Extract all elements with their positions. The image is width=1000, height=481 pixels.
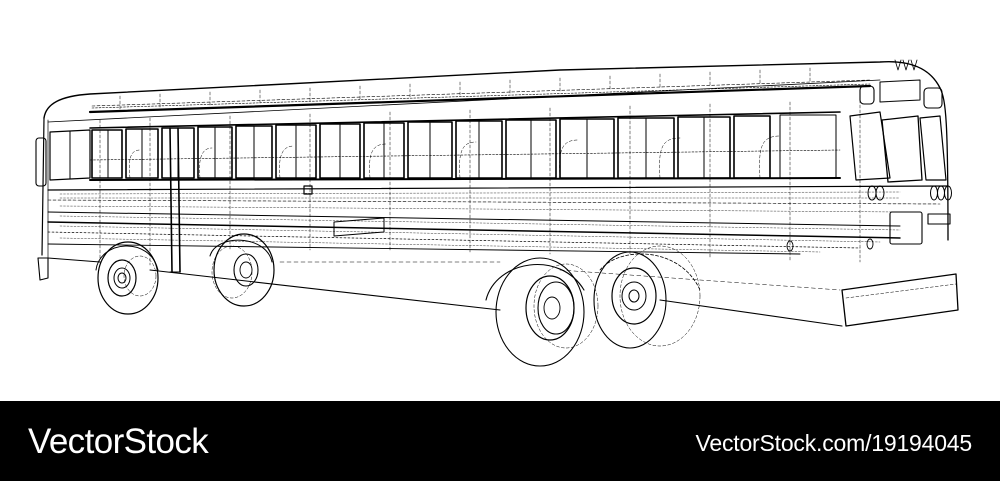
- bus-front-end: [841, 59, 959, 327]
- bus-wireframe-drawing: [35, 59, 959, 367]
- bus-windows: [89, 111, 841, 181]
- illustration-area: [35, 59, 959, 367]
- brand-logo: VectorStock: [28, 422, 209, 461]
- stock-id-link: VectorStock.com/19194045: [695, 430, 973, 456]
- watermark-footer: VectorStock VectorStock.com/19194045: [0, 401, 1000, 481]
- bus-door: [169, 127, 181, 273]
- bus-rear-end: [35, 117, 91, 281]
- bus-front-wheels: [485, 245, 701, 367]
- bus-rear-wheels: [95, 233, 275, 315]
- bus-roof: [43, 61, 941, 123]
- bus-body-side: [47, 99, 949, 327]
